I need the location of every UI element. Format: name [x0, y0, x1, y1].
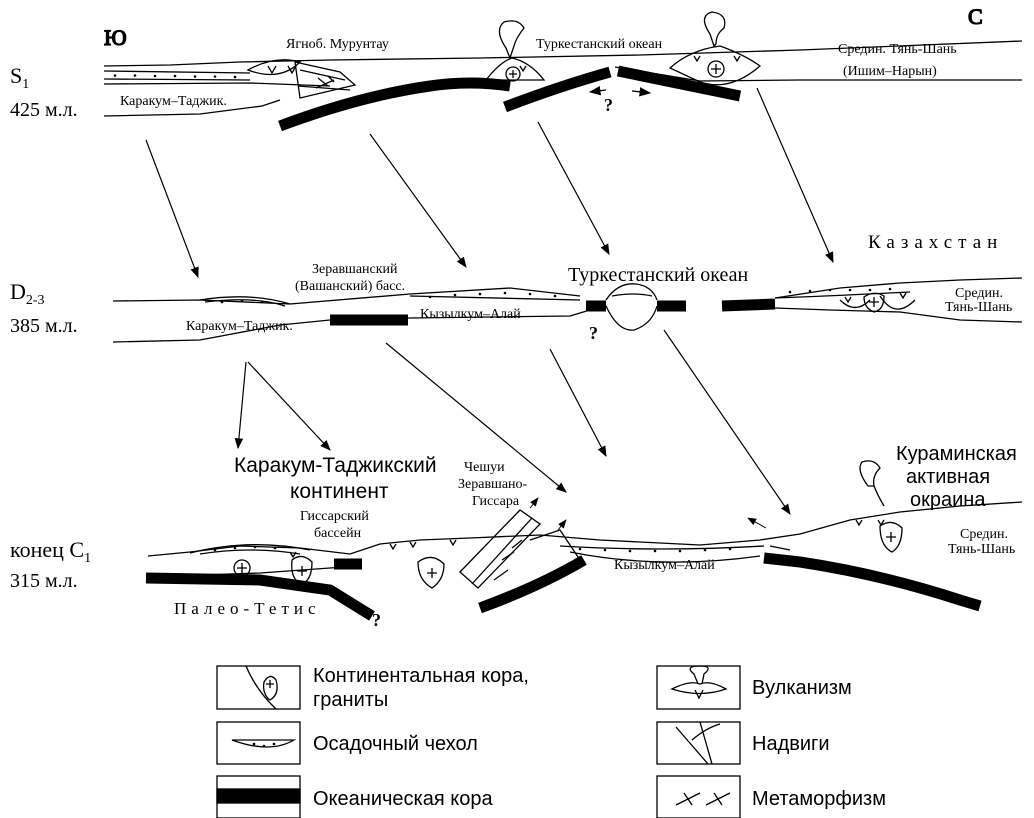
- south-direction-label: Ю: [104, 25, 127, 50]
- volcanic-lens: [246, 59, 302, 76]
- stage-d23-period: D2-3: [10, 279, 45, 308]
- s1-yagnob-label: Ягноб. Мурунтау: [286, 37, 389, 52]
- c1-kuramin-sub2-label: окраина: [910, 489, 986, 511]
- stage-s1-section: Ю С: [103, 3, 1023, 132]
- legend-oceanic-label: Океаническая кора: [313, 788, 493, 810]
- c1-paleotethys-label: Палео-Тетис: [174, 599, 321, 618]
- d23-zeravshan-label: Зеравшанский: [312, 262, 398, 277]
- s1-midtien-label: Средин. Тянь-Шань: [838, 42, 957, 57]
- legend-volcanism-label: Вулканизм: [752, 677, 852, 699]
- stage-c1-section: Каракум-Таджикский континент Гиссарский …: [145, 443, 1023, 630]
- legend-sedimentary-label: Осадочный чехол: [313, 733, 478, 755]
- c1-kyzylkum-label: Кызылкум–Алай: [614, 558, 715, 573]
- transition-arrows-2: [234, 329, 791, 515]
- d23-karakum-label: Каракум–Таджик.: [186, 319, 293, 334]
- d23-midtien-label: Средин.: [955, 286, 1003, 301]
- c1-continent-sub-label: континент: [290, 480, 389, 503]
- stage-c1-age: 315 м.л.: [10, 570, 78, 592]
- d23-zeravshan-sub-label: (Вашанский) басс.: [295, 279, 405, 294]
- volcanism-icon: [656, 665, 741, 710]
- c1-scales-sub2-label: Гиссара: [472, 494, 520, 509]
- c1-gissar-label: Гиссарский: [300, 509, 369, 524]
- stage-s1-age: 425 м.л.: [10, 99, 78, 121]
- legend-continental-sub-label: граниты: [313, 689, 388, 711]
- stage-d23-age: 385 м.л.: [10, 315, 78, 337]
- legend-continental-label: Континентальная кора,: [313, 665, 529, 687]
- legend: Континентальная кора, граниты Осадочный …: [216, 665, 886, 818]
- s1-karakum-label: Каракум–Таджик.: [120, 94, 227, 109]
- stage-c1-period: конец C1: [10, 537, 91, 566]
- legend-thrusts-label: Надвиги: [752, 733, 830, 755]
- stage-labels: S1 425 м.л. D2-3 385 м.л. конец C1 315 м…: [10, 63, 91, 592]
- oceanic-crust-paleotethys: [145, 572, 375, 621]
- metamorphism-icon: [656, 775, 741, 818]
- north-direction-label: С: [968, 4, 983, 29]
- c1-kuramin-sub-label: активная: [906, 466, 990, 488]
- stage-d23-section: Зеравшанский (Вашанский) басс. Туркестан…: [112, 232, 1023, 343]
- stage-s1-period: S1: [10, 63, 29, 92]
- legend-metamorphism-label: Метаморфизм: [752, 788, 886, 810]
- s1-ocean-label: Туркестанский океан: [536, 37, 663, 52]
- s1-midtien-sub-label: (Ишим–Нарын): [843, 64, 937, 79]
- c1-midtien-sub-label: Тянь-Шань: [948, 542, 1015, 557]
- c1-scales-label: Чешуи: [464, 460, 505, 475]
- transition-arrows-1: [145, 87, 834, 279]
- thrusts-icon: [656, 721, 741, 765]
- sediment-dots: [113, 74, 237, 79]
- d23-kazakhstan-label: Казахстан: [868, 232, 1003, 253]
- d23-midtien-sub-label: Тянь-Шань: [945, 300, 1012, 315]
- oceanic-slab: [278, 77, 511, 132]
- continental-crust-icon: [216, 665, 301, 710]
- c1-continent-label: Каракум-Таджикский: [234, 454, 437, 477]
- c1-midtien-label: Средин.: [960, 527, 1008, 542]
- c1-gissar-sub-label: бассейн: [314, 526, 362, 541]
- d23-question-mark: ?: [589, 323, 598, 343]
- c1-question-mark: ?: [372, 610, 381, 630]
- c1-scales-sub-label: Зеравшано-: [458, 477, 528, 492]
- sedimentary-cover-icon: [216, 721, 301, 765]
- s1-question-mark: ?: [604, 95, 613, 115]
- d23-ocean-label: Туркестанский океан: [568, 264, 748, 286]
- c1-kuramin-label: Кураминская: [896, 443, 1017, 465]
- d23-kyzylkum-label: Кызылкум–Алай: [420, 307, 521, 322]
